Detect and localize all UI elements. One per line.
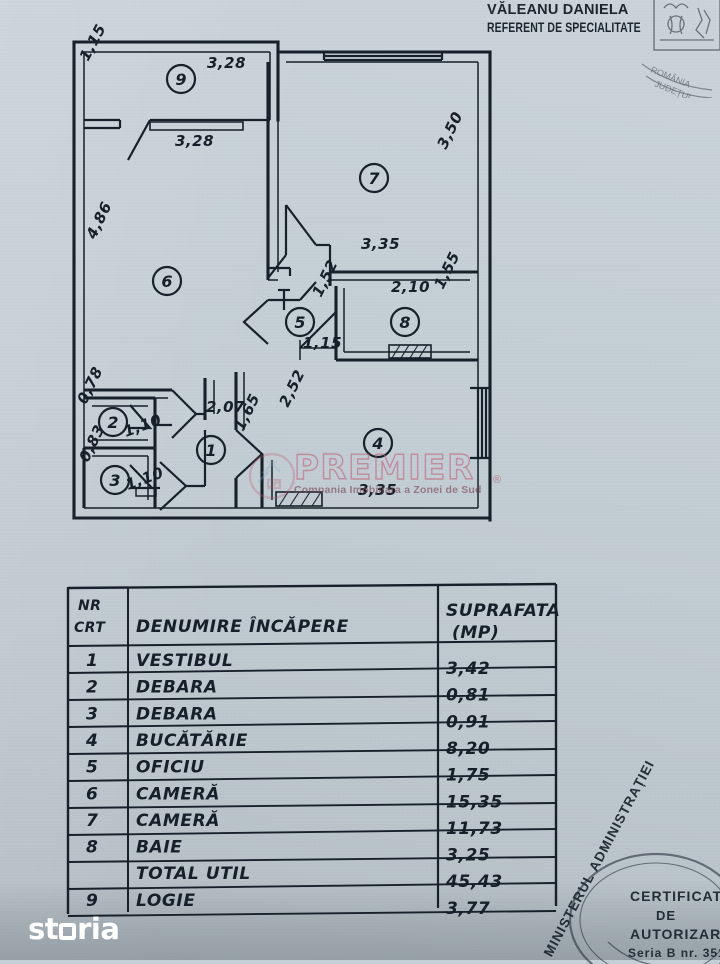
coat-of-arms-seal-icon: ROMÂNIA JUDEȚUL (641, 0, 720, 98)
room-marker-3: 3 (99, 464, 131, 496)
table-cell-name: DEBARA (136, 704, 218, 724)
table-row-rule (67, 720, 557, 728)
room-number-label: 8 (399, 313, 410, 332)
room-number-label: 9 (175, 70, 186, 89)
table-row-rule (67, 882, 557, 890)
table-header-unit: (MP) (452, 623, 499, 643)
table-header-rule (67, 640, 557, 647)
room-marker-1: 1 (195, 434, 227, 466)
room-circle (151, 265, 183, 297)
table-row-rule (67, 748, 557, 755)
table-cell-name: DEBARA (136, 678, 218, 698)
room-number-label: 6 (161, 272, 172, 291)
dimension-label: 3,35 (358, 481, 397, 499)
table-cell-name: VESTIBUL (136, 651, 233, 671)
dimension-label: 1,15 (303, 334, 342, 352)
room-number-label: 2 (107, 413, 118, 432)
room-number-label: 7 (368, 169, 380, 188)
table-cell-area: 15,35 (446, 792, 503, 812)
table-cell-nr: 5 (86, 758, 98, 778)
table-header-suprafata: SUPRAFATA (446, 601, 561, 621)
storia-o-glyph (59, 923, 77, 940)
dimension-label: 2,07 (206, 398, 245, 416)
room-marker-4: 4 (362, 427, 394, 459)
room-circle (165, 63, 197, 95)
certificate-seal-ring (568, 852, 720, 964)
dimension-label: 2,52 (275, 367, 308, 410)
table-header-crt: CRT (74, 620, 106, 636)
table-cell-area: 8,20 (446, 739, 490, 759)
table-cell-area: 1,75 (446, 766, 490, 786)
table-cell-area: 45,43 (445, 872, 503, 892)
room-marker-7: 7 (358, 162, 390, 194)
table-cell-area: 0,91 (446, 712, 490, 732)
storia-text-before: st (28, 912, 59, 946)
table-top-border (67, 582, 557, 590)
dimension-label: 0,78 (73, 364, 106, 407)
table-row-rule (67, 856, 557, 863)
dimension-label: 1,55 (430, 249, 463, 292)
table-cell-name: CAMERĂ (136, 809, 220, 831)
table-cell-area: 3,42 (446, 659, 490, 679)
table-cell-name: CAMERĂ (136, 782, 220, 804)
table-row-rule (67, 802, 557, 809)
table-cell-name: BUCĂTĂRIE (136, 729, 248, 751)
table-cell-name: BAIE (136, 838, 182, 858)
room-circle (358, 162, 390, 194)
room-number-label: 3 (109, 471, 120, 490)
dimension-label: 1,10 (121, 411, 164, 441)
dimension-label: 2,10 (391, 278, 430, 296)
storia-text-after: ria (77, 912, 120, 946)
dimension-label: 3,28 (207, 54, 246, 72)
table-cell-area: 3,77 (446, 899, 490, 919)
dimension-label: 3,28 (175, 132, 214, 150)
table-row-rule (67, 666, 557, 674)
room-number-label: 1 (205, 441, 216, 460)
table-header-nr: NR (78, 598, 101, 614)
room-marker-8: 8 (389, 306, 421, 338)
table-cell-nr: 8 (86, 838, 98, 858)
table-header-denumire: DENUMIRE ÎNCĂPERE (136, 615, 349, 637)
dimension-label: 1,10 (123, 464, 166, 494)
table-cell-nr: 4 (85, 731, 98, 751)
table-row-rule (67, 774, 557, 782)
table-cell-nr: 2 (86, 678, 98, 698)
room-number-label: 5 (294, 313, 305, 332)
table-cell-area: 0,81 (446, 686, 490, 706)
room-circle (389, 306, 421, 338)
table-cell-nr: 3 (86, 704, 98, 724)
room-marker-5: 5 (284, 306, 316, 338)
room-marker-9: 9 (165, 63, 197, 95)
table-cell-nr: 1 (86, 651, 98, 671)
table-row-rule (67, 694, 557, 701)
room-circle (362, 427, 394, 459)
table-cell-nr: 7 (86, 811, 98, 831)
room-marker-2: 2 (97, 406, 129, 438)
table-cell-area: 3,25 (446, 846, 490, 866)
table-cell-name: OFICIU (136, 758, 205, 778)
dimension-label: 3,35 (361, 235, 400, 253)
table-cell-name: LOGIE (136, 891, 196, 911)
table-cell-name: TOTAL UTIL (136, 864, 251, 884)
room-circle (97, 406, 129, 438)
table-row-rule (67, 910, 557, 917)
dimension-label: 4,86 (82, 199, 116, 243)
room-circle (99, 464, 131, 496)
table-cell-nr: 6 (86, 784, 98, 804)
room-circle (195, 434, 227, 466)
table-cell-area: 11,73 (446, 819, 503, 839)
room-number-label: 4 (371, 434, 383, 453)
room-circle (284, 306, 316, 338)
room-marker-6: 6 (151, 265, 183, 297)
dimension-label: 0,83 (75, 422, 108, 465)
table-cell-nr: 9 (86, 891, 98, 911)
table-row-rule (67, 828, 557, 836)
dimension-label: 3,50 (433, 109, 466, 152)
